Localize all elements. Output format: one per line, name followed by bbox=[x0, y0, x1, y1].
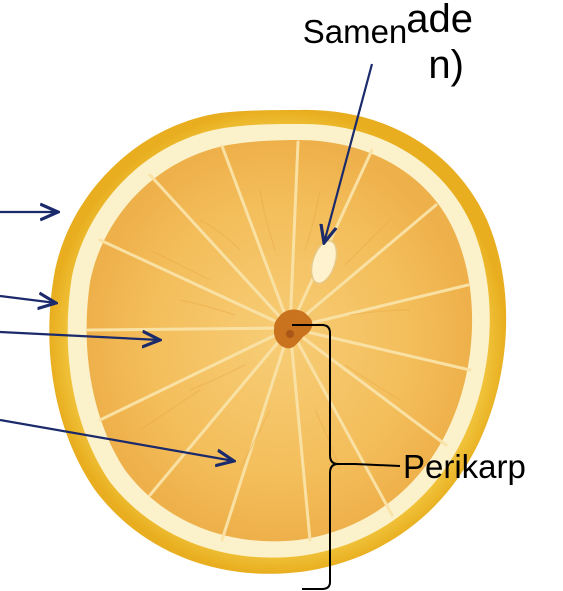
arrow-mesocarp bbox=[0, 296, 56, 303]
lemon-core-dot bbox=[286, 330, 294, 338]
partial-label-line1: ade bbox=[406, 0, 473, 41]
lemon-image bbox=[49, 110, 506, 574]
label-perikarp: Perikarp bbox=[403, 448, 526, 485]
label-samen: Samen bbox=[303, 13, 408, 50]
partial-label-line2: n) bbox=[428, 43, 464, 87]
